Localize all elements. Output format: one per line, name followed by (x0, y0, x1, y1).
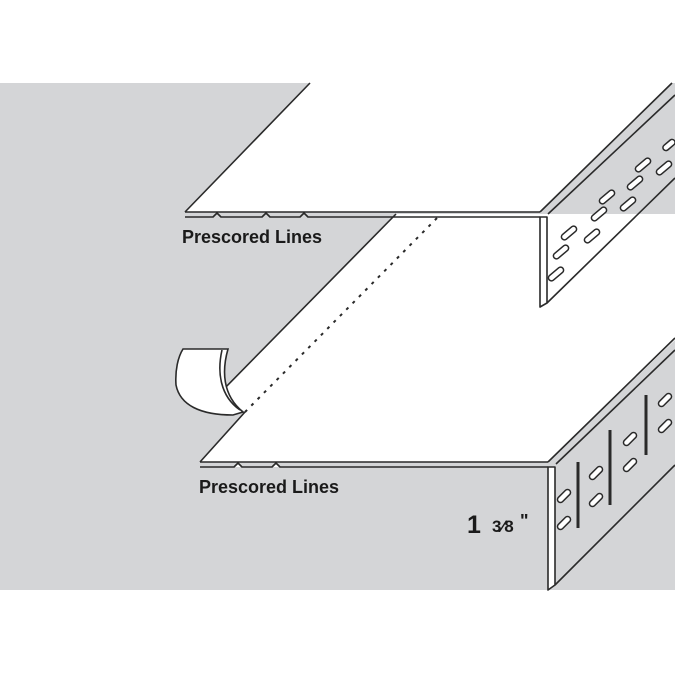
dimension-label: 1 3⁄8 " (467, 511, 529, 539)
dimension-unit: " (520, 511, 529, 531)
dimension-whole: 1 (467, 511, 481, 539)
upper-prescored-label: Prescored Lines (182, 227, 322, 247)
upper-bead-piece (184, 80, 675, 308)
lower-prescored-label: Prescored Lines (199, 477, 339, 497)
tape-curl-icon (175, 348, 245, 416)
dimension-fraction: 3⁄8 (492, 517, 514, 536)
upper-flange-slots (547, 138, 675, 282)
lower-flange-slots (556, 392, 673, 531)
